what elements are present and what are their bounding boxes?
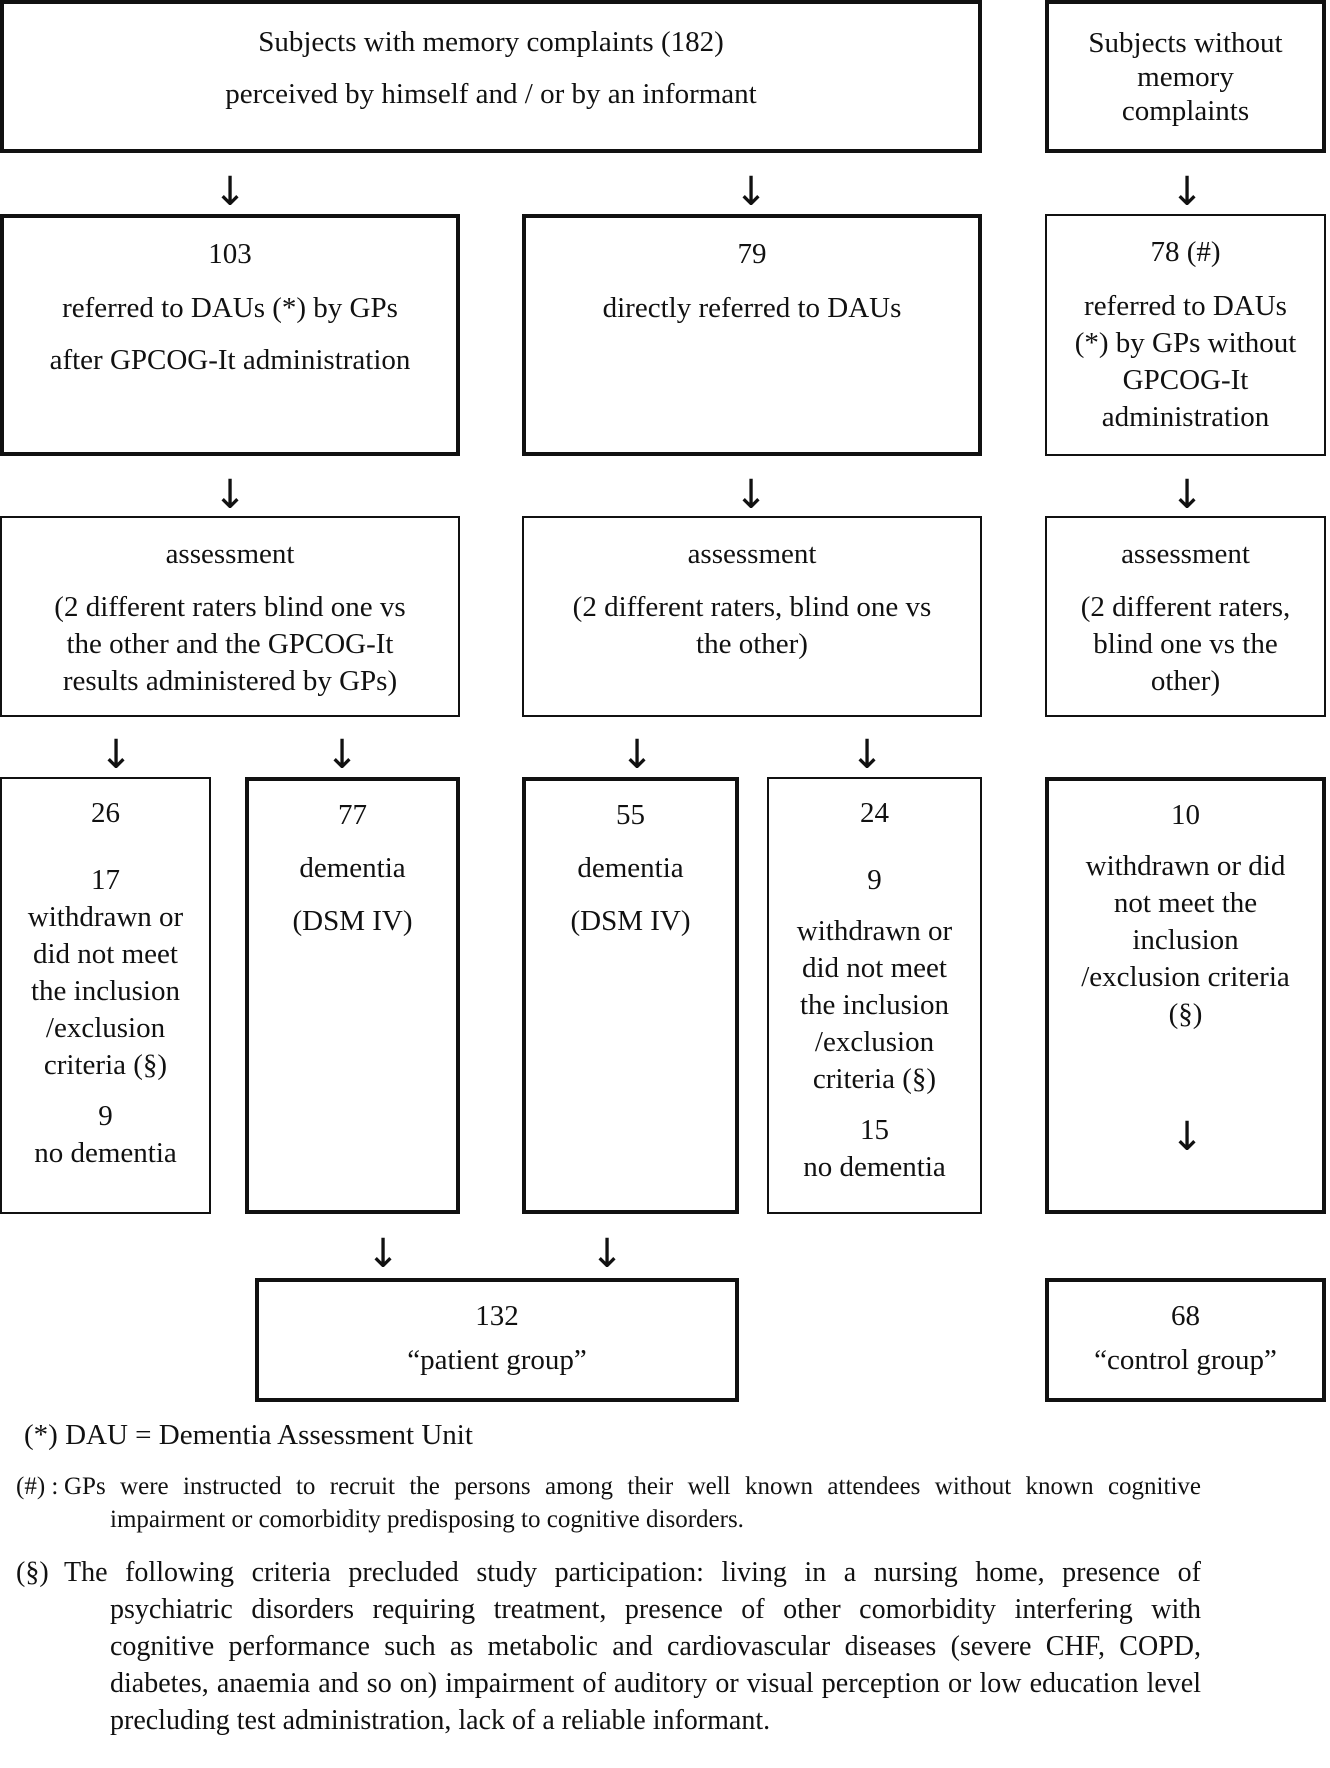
box-line: 15 bbox=[860, 1114, 889, 1146]
box-line: 68 bbox=[1171, 1300, 1200, 1332]
box-line: the other and the GPCOG-It bbox=[66, 628, 394, 660]
box-line: (2 different raters, blind one vs bbox=[572, 591, 932, 623]
footnote-label: (#) : bbox=[16, 1473, 59, 1500]
control-referred-box: 78 (#) referred to DAUs (*) by GPs witho… bbox=[1045, 214, 1326, 456]
down-arrow-icon: ↓ bbox=[99, 732, 133, 778]
down-arrow-icon: ↓ bbox=[734, 169, 768, 215]
box-line: complaints bbox=[1121, 95, 1250, 127]
box-line: inclusion bbox=[1132, 924, 1239, 956]
footnote-section: (§) The following criteria precluded stu… bbox=[16, 1554, 1201, 1739]
box-line: the inclusion bbox=[30, 975, 180, 1007]
box-line: referred to DAUs (*) by GPs bbox=[62, 292, 398, 324]
box-line: (2 different raters blind one vs bbox=[54, 591, 406, 623]
box-line: administration bbox=[1101, 401, 1270, 433]
footnote-text: (*) DAU = Dementia Assessment Unit bbox=[24, 1419, 473, 1451]
box-line: (DSM IV) bbox=[570, 905, 691, 937]
box-line: 103 bbox=[208, 238, 252, 270]
direct-referred-box: 79 directly referred to DAUs bbox=[522, 214, 982, 456]
box-line: GPCOG-It bbox=[1122, 364, 1249, 396]
box-line: Subjects without bbox=[1088, 27, 1283, 59]
dementia-mid-box: 55 dementia (DSM IV) bbox=[522, 777, 739, 1214]
box-line: not meet the bbox=[1113, 887, 1258, 919]
box-line: blind one vs the bbox=[1093, 628, 1278, 660]
gp-referred-box: 103 referred to DAUs (*) by GPs after GP… bbox=[0, 214, 460, 456]
box-line: did not meet bbox=[802, 952, 947, 984]
excluded-right-box: 10 withdrawn or did not meet the inclusi… bbox=[1045, 777, 1326, 1214]
box-line: /exclusion bbox=[45, 1012, 166, 1044]
assessment-mid-box: assessment (2 different raters, blind on… bbox=[522, 516, 982, 717]
box-line: withdrawn or bbox=[796, 915, 953, 947]
down-arrow-icon: ↓ bbox=[850, 732, 884, 778]
box-line: withdrawn or bbox=[27, 901, 184, 933]
box-line: the inclusion bbox=[799, 989, 949, 1021]
box-line: 77 bbox=[338, 799, 367, 831]
box-line: 26 bbox=[91, 797, 120, 829]
box-line: (§) bbox=[1168, 998, 1203, 1030]
assessment-right-box: assessment (2 different raters, blind on… bbox=[1045, 516, 1326, 717]
control-group-box: 68 “control group” bbox=[1045, 1278, 1326, 1402]
excluded-mid-box: 24 9 withdrawn or did not meet the inclu… bbox=[767, 777, 982, 1214]
patient-group-box: 132 “patient group” bbox=[255, 1278, 739, 1402]
box-line: dementia bbox=[577, 852, 684, 884]
box-line: memory bbox=[1137, 61, 1234, 93]
down-arrow-icon: ↓ bbox=[325, 732, 359, 778]
no-complaints-box: Subjects without memory complaints bbox=[1045, 0, 1326, 153]
box-line: perceived by himself and / or by an info… bbox=[225, 78, 757, 110]
down-arrow-icon: ↓ bbox=[1170, 169, 1204, 215]
footnote-text: The following criteria precluded study p… bbox=[64, 1557, 1201, 1736]
box-line: 79 bbox=[737, 238, 767, 270]
box-line: results administered by GPs) bbox=[62, 665, 398, 697]
down-arrow-icon: ↓ bbox=[1170, 472, 1204, 518]
box-line: (*) by GPs without bbox=[1074, 327, 1297, 359]
down-arrow-icon: ↓ bbox=[734, 472, 768, 518]
box-line: 132 bbox=[475, 1300, 519, 1332]
down-arrow-icon: ↓ bbox=[366, 1231, 400, 1277]
box-line: 10 bbox=[1171, 799, 1200, 831]
box-line: criteria (§) bbox=[43, 1049, 168, 1081]
box-line: assessment bbox=[687, 538, 817, 570]
footnote-text: GPs were instructed to recruit the perso… bbox=[64, 1473, 1201, 1533]
box-line: (DSM IV) bbox=[292, 905, 413, 937]
box-line: other) bbox=[1150, 665, 1221, 697]
box-line: 9 bbox=[98, 1100, 113, 1132]
down-arrow-icon: ↓ bbox=[1170, 1114, 1204, 1160]
box-line: did not meet bbox=[33, 938, 178, 970]
box-line: after GPCOG-It administration bbox=[49, 344, 411, 376]
box-line: 17 bbox=[91, 864, 120, 896]
footnote-label: (§) bbox=[16, 1557, 49, 1588]
footnote-hash: (#) : GPs were instructed to recruit the… bbox=[16, 1470, 1201, 1536]
box-line: criteria (§) bbox=[812, 1063, 937, 1095]
box-line: directly referred to DAUs bbox=[602, 292, 902, 324]
box-line: assessment bbox=[1121, 538, 1250, 570]
box-line: withdrawn or did bbox=[1085, 850, 1286, 882]
box-line: 9 bbox=[867, 864, 882, 896]
memory-complaints-box: Subjects with memory complaints (182) pe… bbox=[0, 0, 982, 153]
excluded-left-box: 26 17 withdrawn or did not meet the incl… bbox=[0, 777, 211, 1214]
dementia-left-box: 77 dementia (DSM IV) bbox=[245, 777, 460, 1214]
box-line: /exclusion criteria bbox=[1081, 961, 1290, 993]
box-line: 78 (#) bbox=[1150, 236, 1221, 268]
box-line: the other) bbox=[696, 628, 808, 660]
down-arrow-icon: ↓ bbox=[213, 472, 247, 518]
box-line: /exclusion bbox=[814, 1026, 935, 1058]
box-line: assessment bbox=[165, 538, 295, 570]
box-line: (2 different raters, bbox=[1080, 591, 1291, 623]
down-arrow-icon: ↓ bbox=[590, 1231, 624, 1277]
box-line: dementia bbox=[299, 852, 406, 884]
box-line: “patient group” bbox=[407, 1344, 587, 1376]
down-arrow-icon: ↓ bbox=[213, 169, 247, 215]
box-line: referred to DAUs bbox=[1084, 290, 1287, 322]
assessment-left-box: assessment (2 different raters blind one… bbox=[0, 516, 460, 717]
footnote-dau: (*) DAU = Dementia Assessment Unit bbox=[24, 1417, 924, 1454]
box-line: Subjects with memory complaints (182) bbox=[258, 26, 724, 58]
box-line: no dementia bbox=[803, 1151, 946, 1183]
box-line: no dementia bbox=[34, 1137, 177, 1169]
box-line: 24 bbox=[860, 797, 889, 829]
down-arrow-icon: ↓ bbox=[620, 732, 654, 778]
box-line: 55 bbox=[616, 799, 645, 831]
box-line: “control group” bbox=[1094, 1344, 1277, 1376]
